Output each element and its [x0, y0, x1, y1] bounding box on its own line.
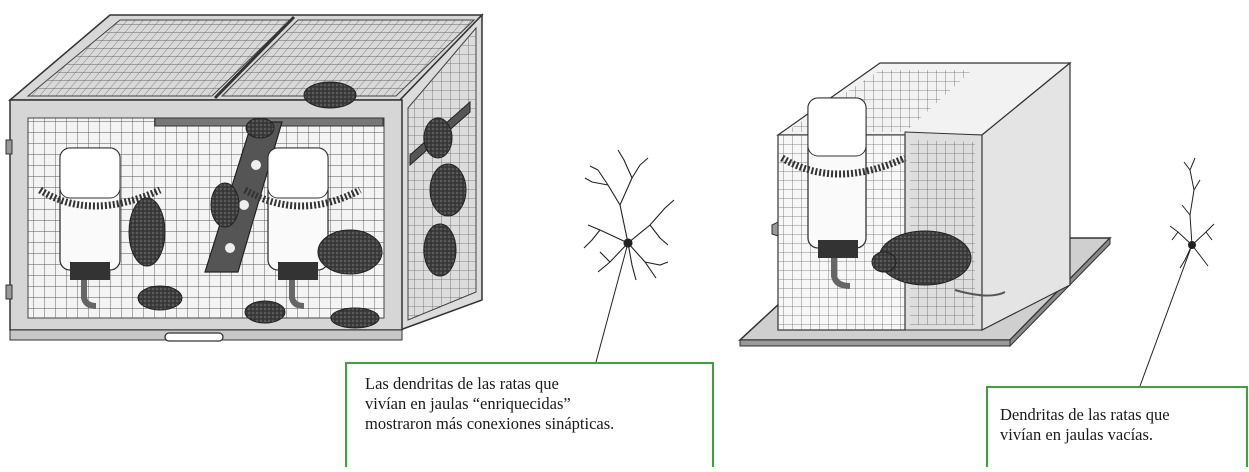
- neuron-empty: [1169, 157, 1215, 269]
- enriched-cage: [5, 13, 484, 342]
- empty-cage: [738, 61, 1112, 348]
- water-bottle: [780, 97, 907, 289]
- caption-enriched: Las dendritas de las ratas que vivían en…: [345, 362, 714, 467]
- water-bottle: [243, 147, 362, 309]
- caption-empty: Dendritas de las ratas que vivían en jau…: [986, 386, 1248, 467]
- leader-line-enriched: [595, 242, 629, 363]
- cage-handle: [164, 332, 224, 342]
- leader-line-empty: [1139, 244, 1193, 387]
- rats: [128, 81, 467, 329]
- caption-line: vivían en jaulas vacías.: [1000, 425, 1154, 444]
- caption-line: mostraron más conexiones sinápticas.: [365, 414, 615, 433]
- water-bottle: [38, 147, 162, 309]
- neuron-enriched: [583, 149, 675, 281]
- caption-line: vivían en jaulas “enriquecidas”: [365, 394, 571, 413]
- rat: [871, 230, 1006, 297]
- caption-line: Dendritas de las ratas que: [1000, 405, 1170, 424]
- caption-line: Las dendritas de las ratas que: [365, 374, 559, 393]
